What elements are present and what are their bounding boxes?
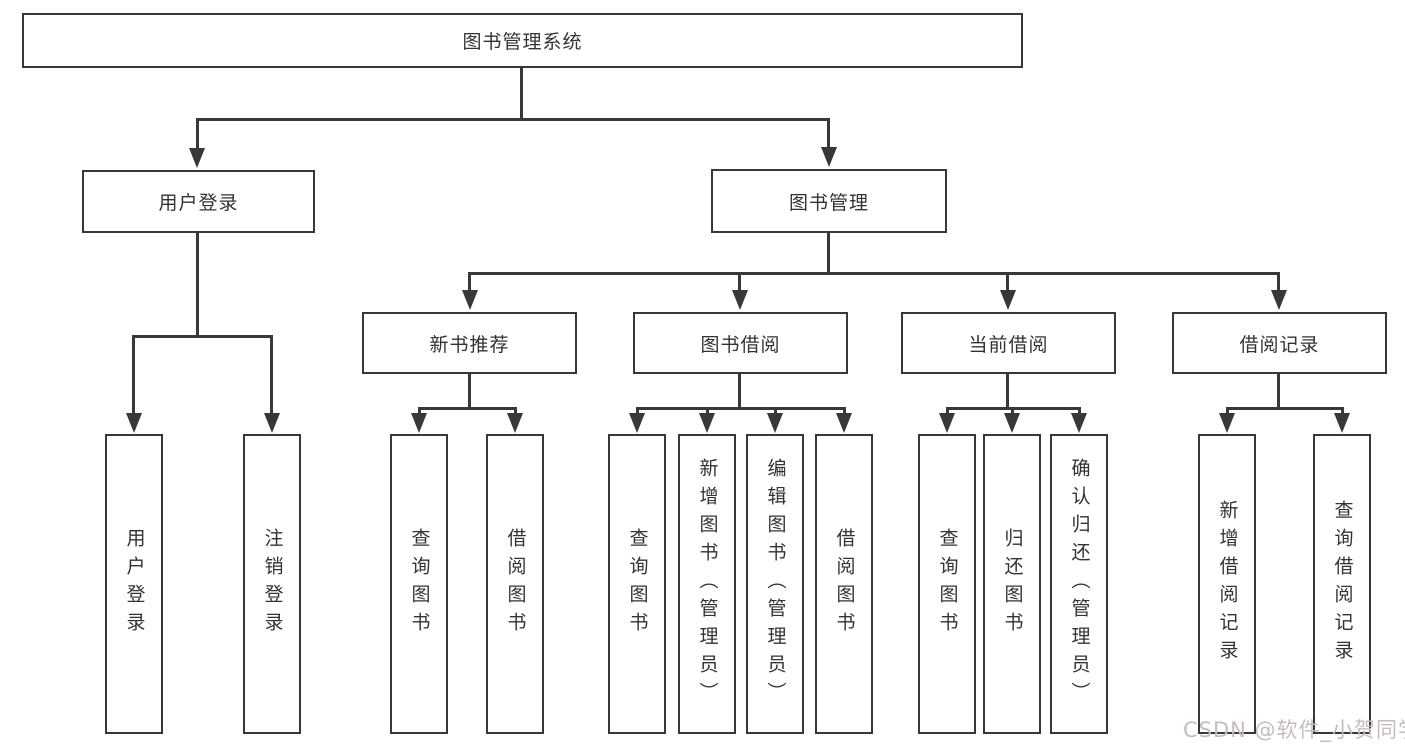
connector-line [1226, 407, 1229, 415]
arrow-down-icon [1271, 290, 1287, 310]
node-new-book-recommend: 新书推荐 [362, 312, 577, 374]
leaf-label: 编辑图书（管理员） [764, 458, 787, 710]
leaf-label: 借阅图书 [504, 528, 527, 640]
arrow-down-icon [264, 413, 280, 433]
connector-line [468, 272, 1280, 275]
leaf-label: 查询图书 [626, 528, 649, 640]
arrow-down-icon [462, 290, 478, 310]
connector-line [827, 118, 830, 149]
leaf-borrow-add-admin: 新增图书（管理员） [678, 434, 736, 734]
connector-line [196, 118, 199, 150]
leaf-logout: 注销登录 [243, 434, 301, 734]
connector-line [706, 407, 709, 415]
csdn-watermark: CSDN @软件_小贺同学 [1183, 718, 1405, 742]
node-book-borrow: 图书借阅 [633, 312, 848, 374]
leaf-records-query: 查询借阅记录 [1313, 434, 1371, 734]
arrow-down-icon [1334, 413, 1350, 433]
leaf-borrow-borrow: 借阅图书 [815, 434, 873, 734]
leaf-user-login: 用户登录 [105, 434, 163, 734]
connector-line [270, 335, 273, 415]
arrow-down-icon [1071, 413, 1087, 433]
arrow-down-icon [732, 290, 748, 310]
arrow-down-icon [411, 413, 427, 433]
arrow-down-icon [836, 413, 852, 433]
arrow-down-icon [1004, 413, 1020, 433]
arrow-down-icon [1000, 290, 1016, 310]
connector-line [1277, 374, 1280, 407]
arrow-down-icon [821, 147, 837, 167]
leaf-records-add: 新增借阅记录 [1198, 434, 1256, 734]
leaf-label: 新增借阅记录 [1216, 500, 1239, 668]
connector-line [418, 407, 517, 410]
connector-line [132, 335, 273, 338]
node-book-management: 图书管理 [711, 169, 947, 233]
connector-line [738, 374, 741, 407]
arrow-down-icon [126, 413, 142, 433]
connector-line [946, 407, 949, 415]
leaf-newbook-borrow: 借阅图书 [486, 434, 544, 734]
leaf-label: 查询图书 [936, 528, 959, 640]
connector-line [418, 407, 421, 415]
connector-line [1006, 272, 1009, 292]
leaf-label: 归还图书 [1001, 528, 1024, 640]
leaf-label: 新增图书（管理员） [696, 458, 719, 710]
leaf-current-query: 查询图书 [918, 434, 976, 734]
leaf-label: 确认归还（管理员） [1068, 458, 1091, 710]
connector-line [827, 233, 830, 274]
arrow-down-icon [1219, 413, 1235, 433]
connector-line [774, 407, 777, 415]
connector-line [514, 407, 517, 415]
connector-line [738, 272, 741, 292]
leaf-label: 查询借阅记录 [1331, 500, 1354, 668]
connector-line [520, 68, 523, 118]
connector-line [1078, 407, 1081, 415]
connector-line [1006, 374, 1009, 407]
node-current-borrow: 当前借阅 [901, 312, 1116, 374]
arrow-down-icon [939, 413, 955, 433]
node-user-login: 用户登录 [82, 170, 315, 233]
connector-line [1011, 407, 1014, 415]
arrow-down-icon [507, 413, 523, 433]
node-borrow-records: 借阅记录 [1172, 312, 1387, 374]
arrow-down-icon [699, 413, 715, 433]
leaf-label: 查询图书 [408, 528, 431, 640]
connector-line [636, 407, 639, 415]
leaf-label: 用户登录 [123, 528, 146, 640]
leaf-label: 借阅图书 [833, 528, 856, 640]
leaf-label: 注销登录 [261, 528, 284, 640]
leaf-current-return: 归还图书 [983, 434, 1041, 734]
arrow-down-icon [629, 413, 645, 433]
connector-line [132, 335, 135, 415]
connector-line [196, 233, 199, 335]
connector-line [1277, 272, 1280, 292]
connector-line [468, 272, 471, 292]
connector-line [1341, 407, 1344, 415]
connector-line [468, 374, 471, 407]
connector-line [196, 118, 830, 121]
leaf-current-confirm-admin: 确认归还（管理员） [1050, 434, 1108, 734]
node-root: 图书管理系统 [22, 13, 1023, 68]
connector-line [636, 407, 846, 410]
leaf-borrow-edit-admin: 编辑图书（管理员） [746, 434, 804, 734]
leaf-newbook-query: 查询图书 [390, 434, 448, 734]
arrow-down-icon [189, 148, 205, 168]
leaf-borrow-query: 查询图书 [608, 434, 666, 734]
connector-line [843, 407, 846, 415]
connector-line [1226, 407, 1344, 410]
arrow-down-icon [767, 413, 783, 433]
